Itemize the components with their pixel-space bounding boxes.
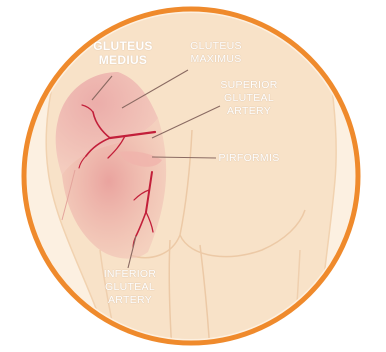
label-gluteus-medius: GLUTEUS MEDIUS — [92, 39, 154, 67]
label-superior-gluteal-artery: SUPERIOR GLUTEAL ARTERY — [214, 79, 284, 118]
label-piriformis: PIRFORMIS — [214, 152, 284, 165]
label-inferior-gluteal-artery: INFERIOR GLUTEAL ARTERY — [96, 268, 164, 307]
label-gluteus-maximus: GLUTEUS MAXIMUS — [180, 40, 252, 66]
